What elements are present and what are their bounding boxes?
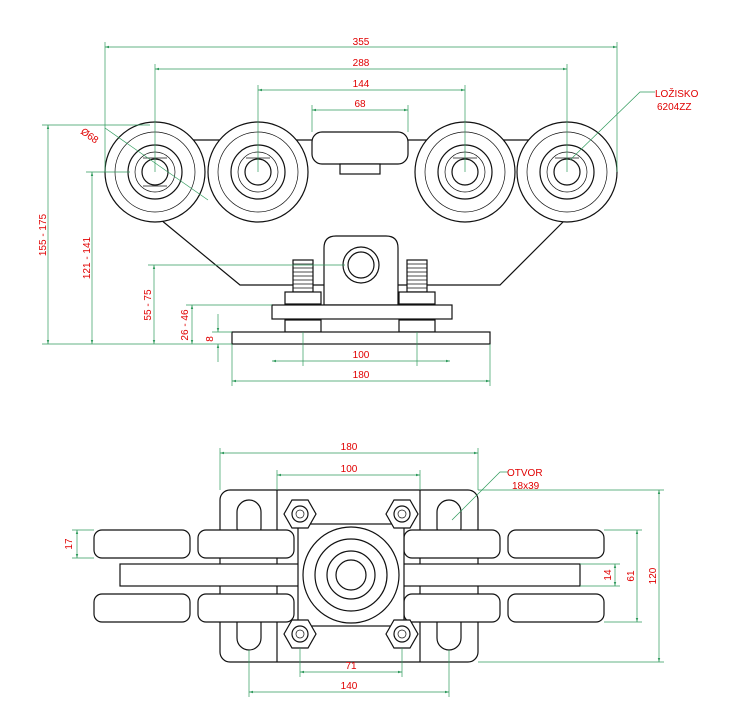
bearing-label-line2: 6204ZZ [657, 102, 691, 113]
dim-overall-width-label: 355 [353, 37, 370, 48]
dim-top-hole-spacing-label: 100 [341, 464, 358, 475]
slot-callout: OTVOR 18x39 [451, 468, 543, 521]
dim-nut-height: 26 - 46 [180, 304, 272, 344]
dim-top-depth-label: 120 [648, 567, 659, 584]
top-view: 180 100 OTVOR 18x39 120 61 [64, 442, 664, 697]
top-wheel-3 [403, 529, 501, 559]
dim-bolt-spacing: 71 [299, 648, 403, 677]
dim-bracket-height: 55 - 75 [143, 264, 345, 344]
dim-plate-width-label: 180 [353, 370, 370, 381]
top-wheel-6 [197, 593, 295, 623]
top-wheel-8 [507, 593, 605, 623]
dim-inner-wheels: 144 [257, 79, 466, 172]
dim-slot-spacing-label: 140 [341, 681, 358, 692]
bolt-left [284, 259, 322, 333]
dim-nut-height-label: 26 - 46 [180, 309, 191, 341]
dim-plate-thickness: 8 [205, 314, 232, 362]
dim-top-plate-width: 180 [219, 442, 479, 490]
dim-wheel-centers-label: 288 [353, 58, 370, 69]
top-wheel-4 [507, 529, 605, 559]
dim-top-hole-spacing: 100 [276, 464, 421, 490]
center-roller [311, 131, 409, 175]
slot-label-line1: OTVOR [507, 468, 543, 479]
dim-plate-thickness-label: 8 [205, 336, 216, 342]
nut-br [385, 619, 419, 649]
dim-wheel-spacing: 61 [604, 529, 642, 623]
dim-axis-height: 121 - 141 [82, 171, 130, 344]
dim-bracket-height-label: 55 - 75 [143, 289, 154, 321]
dim-center-roller-label: 68 [354, 99, 366, 110]
dim-wheel-diameter-label: Ø68 [78, 126, 100, 146]
bearing-label-line1: LOŽISKO [655, 87, 699, 100]
dim-top-plate-width-label: 180 [341, 442, 358, 453]
bolt-right [398, 259, 436, 333]
nut-bl [283, 619, 317, 649]
dim-top-depth: 120 [478, 489, 664, 663]
dim-total-height-label: 155 - 175 [38, 213, 49, 256]
dim-inner-wheels-label: 144 [353, 79, 370, 90]
top-plate [271, 304, 453, 320]
dim-center-bar-label: 14 [603, 569, 614, 581]
dim-bolt-spacing-label: 71 [345, 661, 357, 672]
dim-wheel-centers: 288 [154, 58, 568, 172]
dim-plate-holes-label: 100 [353, 350, 370, 361]
top-wheel-2 [197, 529, 295, 559]
nut-tl [283, 499, 317, 529]
dim-plate-width: 180 [231, 344, 491, 386]
dim-overall-width: 355 [104, 37, 618, 172]
hub-outer [302, 526, 400, 624]
dim-wheel-spacing-label: 61 [626, 570, 637, 582]
dim-wheel-width-label: 17 [64, 538, 75, 550]
dim-slot-spacing: 140 [248, 650, 450, 697]
dim-plate-holes: 100 [272, 332, 450, 366]
top-wheel-5 [93, 593, 191, 623]
dim-axis-height-label: 121 - 141 [82, 236, 93, 279]
dim-total-height: 155 - 175 [38, 124, 232, 345]
nut-tr [385, 499, 419, 529]
top-wheel-1 [93, 529, 191, 559]
top-wheel-7 [403, 593, 501, 623]
base-plate [231, 331, 491, 345]
front-view: 355 288 144 68 Ø68 [38, 37, 699, 386]
dim-wheel-width: 17 [64, 529, 94, 559]
dim-center-roller: 68 [311, 99, 409, 132]
dim-center-bar: 14 [580, 563, 620, 587]
bearing-callout: LOŽISKO 6204ZZ [569, 87, 699, 161]
slot-label-line2: 18x39 [512, 481, 540, 492]
mounting-bracket [323, 235, 399, 306]
